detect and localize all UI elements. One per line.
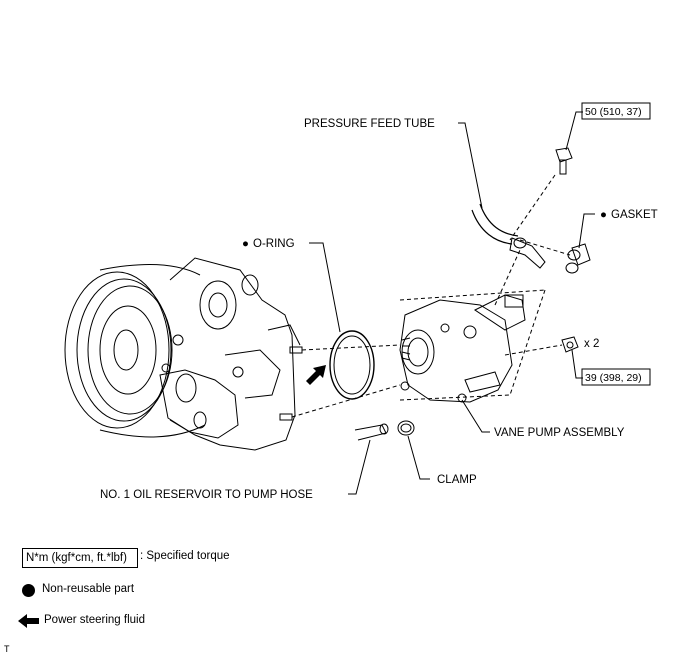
legend-torque-description: : Specified torque — [140, 550, 230, 562]
clamp-illustration — [397, 420, 415, 436]
label-gasket-bullet: ● — [600, 209, 607, 221]
corner-mark: T — [4, 644, 10, 654]
o-ring-part — [329, 330, 375, 400]
torque-value-lower: 39 (398, 29) — [585, 372, 642, 384]
label-clamp: CLAMP — [437, 474, 477, 486]
legend-fluid: Power steering fluid — [44, 614, 145, 626]
label-reservoir-hose: NO. 1 OIL RESERVOIR TO PUMP HOSE — [100, 489, 313, 501]
non-reusable-dot-icon — [22, 584, 35, 597]
torque-value-upper: 50 (510, 37) — [585, 106, 642, 118]
label-pressure-feed-tube: PRESSURE FEED TUBE — [304, 118, 435, 130]
vane-pump-illustration — [399, 294, 526, 403]
label-vane-pump-assembly: VANE PUMP ASSEMBLY — [494, 427, 625, 439]
nut-illustration — [561, 336, 579, 353]
label-o-ring: O-RING — [253, 238, 295, 250]
leader-lines — [309, 111, 595, 495]
reservoir-hose-illustration — [354, 423, 389, 441]
torque-box-upper — [581, 102, 651, 120]
gasket-illustration — [565, 243, 591, 274]
label-o-ring-bullet: ● — [242, 238, 249, 250]
legend-non-reusable: Non-reusable part — [42, 583, 135, 595]
legend-torque-unit: N*m (kgf*cm, ft.*lbf) — [22, 548, 138, 568]
fluid-arrow-icon — [18, 614, 39, 628]
fluid-direction-arrow-icon — [306, 365, 326, 385]
alignment-lines — [291, 174, 571, 418]
engine-pulley-illustration — [64, 257, 303, 451]
torque-box-lower — [581, 368, 651, 386]
pressure-feed-tube-illustration — [471, 203, 546, 269]
union-bolt-illustration — [555, 147, 573, 175]
label-gasket: GASKET — [611, 209, 658, 221]
label-quantity: x 2 — [584, 338, 599, 350]
